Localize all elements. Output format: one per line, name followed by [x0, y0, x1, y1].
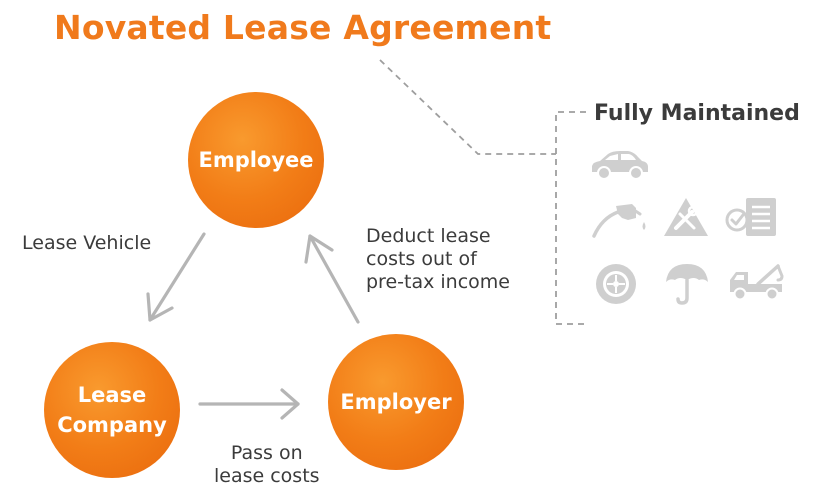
dashed-bracket: [555, 111, 586, 325]
edge-label-pass-line1: Pass on: [230, 442, 303, 464]
edge-label-pass-costs: Pass on lease costs: [214, 442, 320, 488]
car-icon: [592, 151, 648, 180]
checklist-icon: [725, 198, 776, 236]
fuel-pump-icon: [592, 204, 646, 238]
node-lease-company-label-line2: Company: [57, 413, 167, 437]
edge-label-deduct-line2: costs out of: [366, 248, 477, 270]
umbrella-icon: [666, 264, 708, 305]
tools-icon: [664, 198, 708, 236]
dashed-connector: [379, 59, 556, 155]
tyre-icon: [596, 264, 636, 304]
arrow-deduct-costs: [304, 234, 360, 324]
edge-label-pass-line2: lease costs: [214, 465, 320, 487]
page-title: Novated Lease Agreement: [54, 8, 552, 47]
edge-label-deduct-line1: Deduct lease: [366, 225, 491, 247]
edge-label-lease-vehicle: Lease Vehicle: [22, 232, 152, 254]
tow-truck-icon: [730, 264, 784, 301]
fully-maintained-title: Fully Maintained: [594, 101, 800, 126]
node-lease-company: Lease Company: [44, 342, 180, 478]
arrow-lease-vehicle: [146, 232, 206, 322]
edge-label-deduct-line3: pre-tax income: [366, 271, 510, 293]
node-employer: Employer: [328, 334, 464, 470]
arrow-pass-costs: [198, 388, 300, 420]
node-employee-label: Employee: [198, 148, 314, 172]
node-employee: Employee: [188, 92, 324, 228]
edge-label-deduct-costs: Deduct lease costs out of pre-tax income: [366, 225, 510, 294]
node-lease-company-label-line1: Lease: [77, 383, 147, 407]
node-employer-label: Employer: [340, 390, 452, 414]
